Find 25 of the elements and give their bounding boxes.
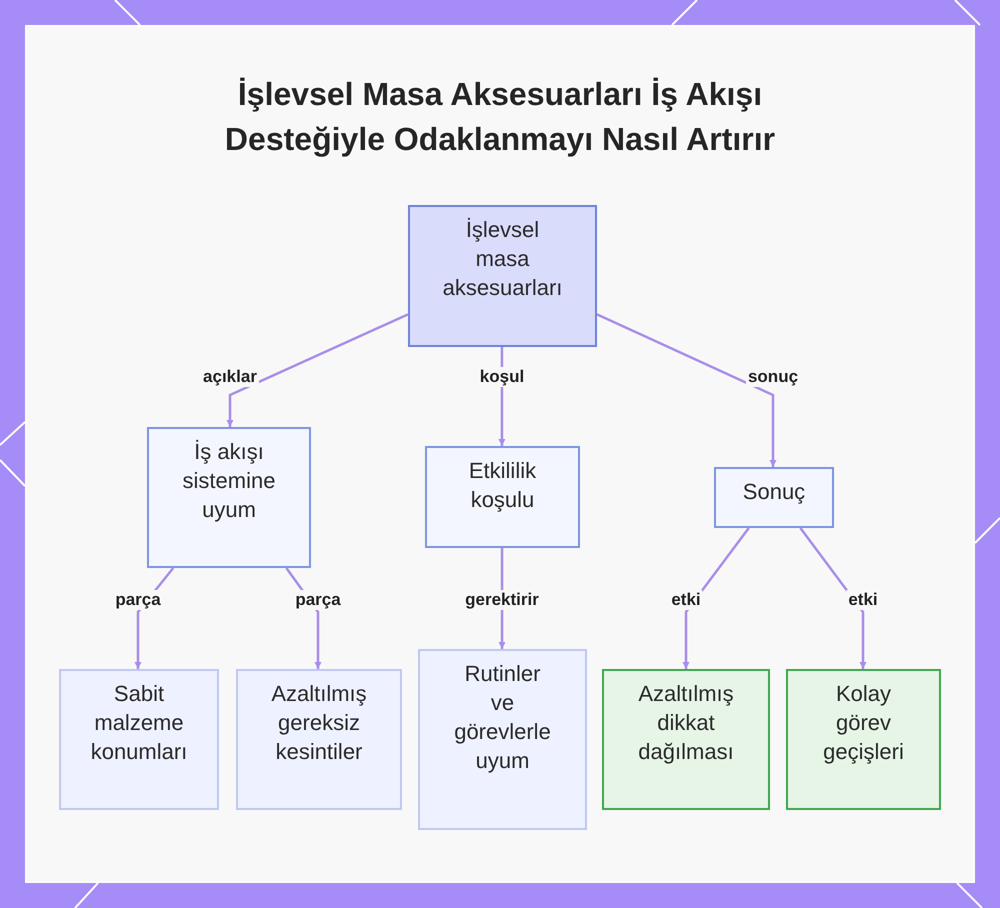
concept-label: Sabit malzeme konumları <box>90 680 188 766</box>
concept-box <box>147 427 311 568</box>
edge-label: koşul <box>478 367 526 387</box>
concept-label: Azaltılmış gereksiz kesintiler <box>271 680 367 766</box>
concept-label: Sonuç <box>742 478 806 506</box>
concept-label: Kolay görev geçişleri <box>823 680 904 766</box>
connector-arrow <box>226 313 409 427</box>
concept-box <box>425 446 580 548</box>
outcome-box <box>602 669 770 810</box>
concept-box <box>408 205 597 347</box>
edge-label: gerektirir <box>463 590 541 610</box>
concept-label: Etkililik koşulu <box>468 457 536 514</box>
concept-box <box>236 669 402 810</box>
concept-label: Rutinler ve görevlerle uyum <box>454 660 551 775</box>
concept-box <box>418 649 587 830</box>
connector-arrow <box>596 313 776 467</box>
concept-label: İş akışı sistemine uyum <box>182 438 276 524</box>
concept-label: İşlevsel masa aksesuarları <box>442 216 562 302</box>
diagram-title: İşlevsel Masa Aksesuarları İş Akışı Desteğiyle Odaklanmayı Nasıl Artırır <box>224 75 776 159</box>
concept-label: Azaltılmış dikkat dağılması <box>638 680 734 766</box>
concept-box <box>714 467 834 528</box>
edge-label: açıklar <box>201 367 259 387</box>
concept-box <box>59 669 219 810</box>
outcome-box <box>786 669 941 810</box>
edge-label: etki <box>669 590 703 610</box>
